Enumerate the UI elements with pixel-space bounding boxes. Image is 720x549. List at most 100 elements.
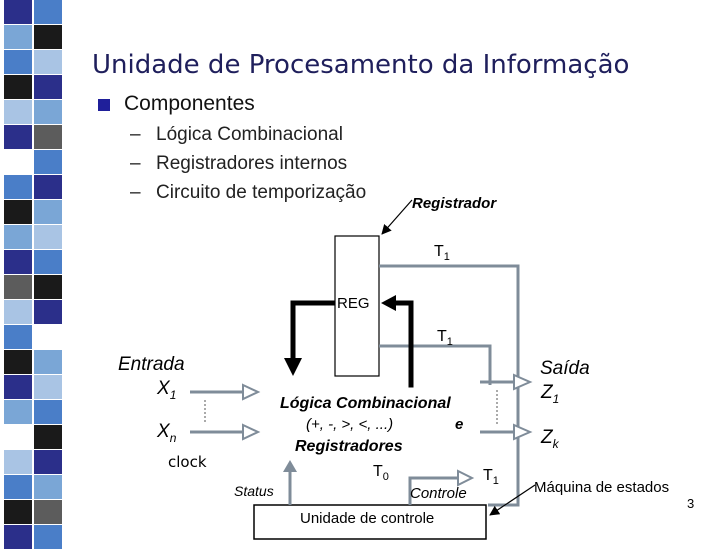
- stripe-square: [4, 75, 32, 99]
- stripe-square: [34, 250, 62, 274]
- stripe-square: [34, 275, 62, 299]
- t1-clock-line-mid: [379, 344, 492, 385]
- stripe-square: [4, 200, 32, 224]
- registrador-label: Registrador: [412, 195, 497, 212]
- controle-arrowhead-icon: [457, 469, 475, 487]
- control-unit-box: [253, 504, 487, 540]
- stripe-square: [4, 175, 32, 199]
- t1-right-sub: 1: [492, 475, 499, 488]
- status-arrowhead-icon: [283, 460, 297, 472]
- zk-base: Z: [541, 427, 553, 448]
- feedback-arrow-to-reg: [394, 300, 414, 388]
- t1-mid-sub: 1: [446, 336, 453, 349]
- stripe-square: [34, 175, 62, 199]
- t1-right-base: T: [483, 467, 493, 484]
- output-z1-arrowhead-icon: [513, 373, 533, 391]
- page-number: 3: [687, 496, 695, 511]
- unidade-controle-label: Unidade de controle: [300, 510, 435, 527]
- clock-label: clock: [168, 453, 207, 471]
- stripe-square: [4, 400, 32, 424]
- xn-base: X: [157, 421, 170, 442]
- stripe-square: [34, 100, 62, 124]
- dash-icon: –: [130, 124, 141, 145]
- stripe-square: [4, 25, 32, 49]
- status-label: Status: [234, 483, 274, 499]
- sub-item-text: Circuito de temporização: [156, 182, 367, 203]
- stripe-square: [4, 450, 32, 474]
- stripe-square: [34, 50, 62, 74]
- saida-label: Saída: [540, 358, 590, 379]
- xn-sub: n: [169, 430, 177, 445]
- x1-label: X1: [157, 378, 176, 402]
- stripe-square: [34, 425, 62, 449]
- t0-sub: 0: [382, 471, 389, 484]
- stripe-square: [4, 325, 32, 349]
- sub-item-temporizacao: –Circuito de temporização: [130, 182, 366, 204]
- stripe-square: [4, 250, 32, 274]
- sub-item-logica: –Lógica Combinacional: [130, 124, 343, 146]
- stripe-square: [34, 200, 62, 224]
- stripe-square: [4, 375, 32, 399]
- dash-icon: –: [130, 153, 141, 174]
- bullet-componentes: Componentes: [124, 92, 255, 115]
- stripe-square: [34, 325, 62, 349]
- stripe-square: [34, 0, 62, 24]
- zk-label: Zk: [541, 427, 559, 451]
- input-x1-arrowhead-icon: [242, 383, 261, 401]
- t0-label: T0: [373, 463, 389, 483]
- stripe-square: [4, 100, 32, 124]
- e-label: e: [455, 416, 464, 433]
- dash-icon: –: [130, 182, 141, 203]
- reg-label: REG: [337, 295, 370, 312]
- stripe-square: [34, 225, 62, 249]
- decorative-stripe: [0, 0, 62, 549]
- x1-base: X: [157, 378, 170, 399]
- stripe-square: [34, 350, 62, 374]
- stripe-square: [34, 475, 62, 499]
- x1-sub: 1: [169, 387, 177, 402]
- registrador-pointer-arrow: [381, 199, 413, 235]
- logica-label: Lógica Combinacional: [280, 395, 451, 412]
- sub-item-text: Registradores internos: [156, 153, 348, 174]
- stripe-square: [4, 125, 32, 149]
- reg-output-arrowhead-icon: [284, 358, 302, 376]
- maquina-estados-label: Máquina de estados: [534, 479, 670, 496]
- t1-top-sub: 1: [443, 251, 450, 264]
- stripe-square: [4, 50, 32, 74]
- zk-sub: k: [552, 436, 559, 451]
- slide-title: Unidade de Procesamento da Informação: [92, 50, 630, 80]
- feedback-arrowhead-icon: [381, 295, 396, 311]
- stripe-square: [34, 300, 62, 324]
- stripe-square: [4, 225, 32, 249]
- stripe-square: [4, 350, 32, 374]
- entrada-label: Entrada: [118, 354, 185, 375]
- t0-base: T: [373, 463, 383, 480]
- z1-base: Z: [541, 382, 553, 403]
- stripe-square: [4, 500, 32, 524]
- bullet-square-icon: [98, 99, 110, 111]
- ops-label: (+, -, >, <, ...): [306, 416, 394, 433]
- xn-label: Xn: [157, 421, 176, 445]
- stripe-square: [34, 375, 62, 399]
- stripe-square: [34, 450, 62, 474]
- logic-block: [273, 387, 483, 469]
- registradores-label: Registradores: [295, 438, 403, 455]
- register-block: [334, 235, 380, 377]
- stripe-square: [34, 125, 62, 149]
- stripe-square: [34, 400, 62, 424]
- stripe-square: [4, 425, 32, 449]
- t1-right-label: T1: [483, 467, 499, 487]
- stripe-square: [4, 150, 32, 174]
- controle-label: Controle: [410, 485, 467, 502]
- stripe-square: [4, 475, 32, 499]
- stripe-square: [34, 500, 62, 524]
- t1-top-base: T: [434, 243, 444, 260]
- maquina-pointer-arrow: [489, 484, 536, 516]
- z1-label: Z1: [541, 382, 559, 406]
- stripe-square: [34, 150, 62, 174]
- t1-mid-label: T1: [437, 328, 453, 348]
- stripe-square: [4, 0, 32, 24]
- z1-sub: 1: [552, 391, 560, 406]
- stripe-square: [34, 25, 62, 49]
